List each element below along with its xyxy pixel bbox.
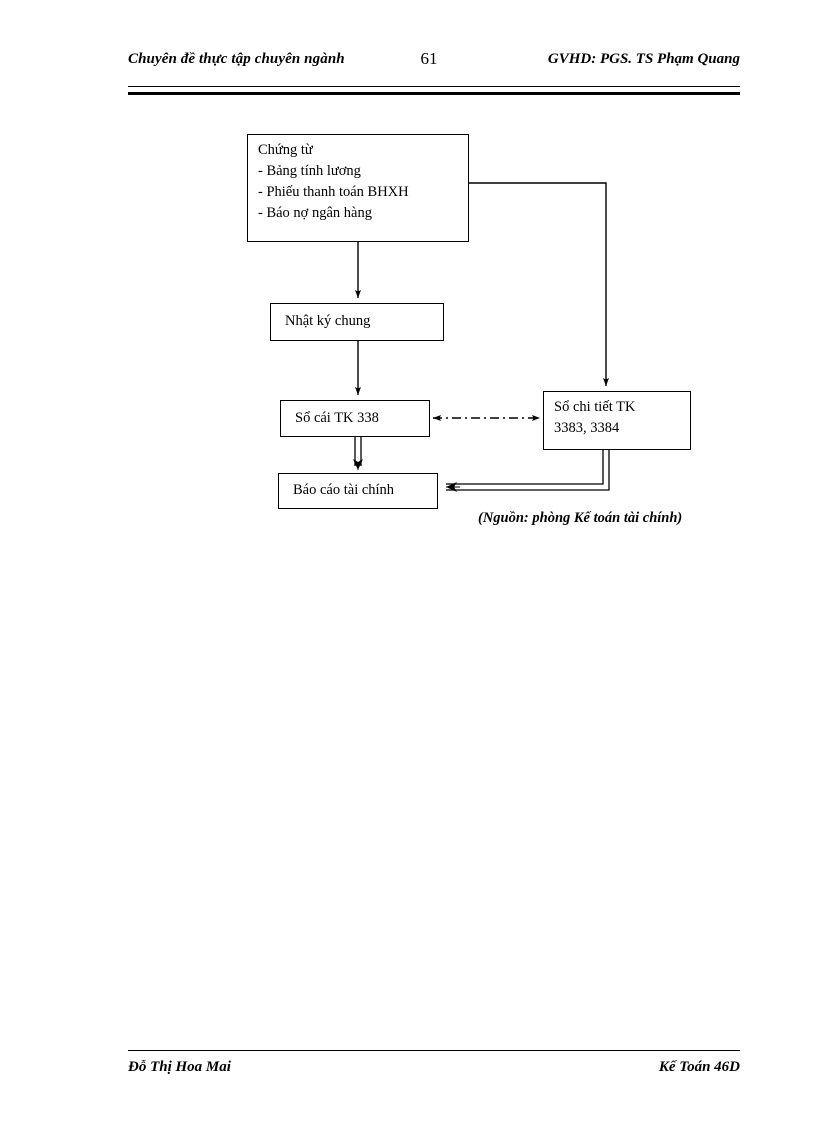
node-bao-cao-tai-chinh-label: Báo cáo tài chính: [293, 482, 395, 499]
node-bao-cao-tai-chinh[interactable]: Báo cáo tài chính: [278, 473, 438, 509]
page-number: 61: [420, 49, 438, 68]
footer-right-text: Kế Toán 46D: [658, 1058, 740, 1075]
header-left-text: Chuyên đề thực tập chuyên ngành: [128, 50, 345, 67]
node-so-cai-tk-338-label: Sổ cái TK 338: [295, 409, 379, 426]
edge-sochitiet-to-baocao: [446, 450, 610, 492]
node-so-chi-tiet-tk[interactable]: Sổ chi tiết TK 3383, 3384: [543, 391, 691, 450]
node-chung-tu-label: Chứng từ - Bảng tính lương - Phiếu thanh…: [258, 142, 409, 222]
page-footer: Đỗ Thị Hoa Mai Kế Toán 46D: [128, 1055, 740, 1079]
page-header: Chuyên đề thực tập chuyên ngành 61 GVHD:…: [128, 44, 740, 74]
footer-divider: [128, 1050, 740, 1051]
edge-chungtu-to-sochitiet: [469, 182, 609, 386]
node-so-chi-tiet-tk-label: Sổ chi tiết TK 3383, 3384: [554, 399, 636, 437]
node-nhat-ky-chung[interactable]: Nhật ký chung: [270, 303, 444, 341]
header-right-text: GVHD: PGS. TS Phạm Quang: [547, 50, 740, 67]
edge-socai-to-baocao: [353, 437, 363, 470]
footer-left-text: Đỗ Thị Hoa Mai: [128, 1058, 231, 1075]
node-chung-tu[interactable]: Chứng từ - Bảng tính lương - Phiếu thanh…: [247, 134, 469, 242]
header-divider: [128, 86, 740, 95]
node-so-cai-tk-338[interactable]: Sổ cái TK 338: [280, 400, 430, 437]
diagram-source-caption: (Nguồn: phòng Kế toán tài chính): [478, 510, 683, 526]
node-nhat-ky-chung-label: Nhật ký chung: [285, 313, 371, 330]
